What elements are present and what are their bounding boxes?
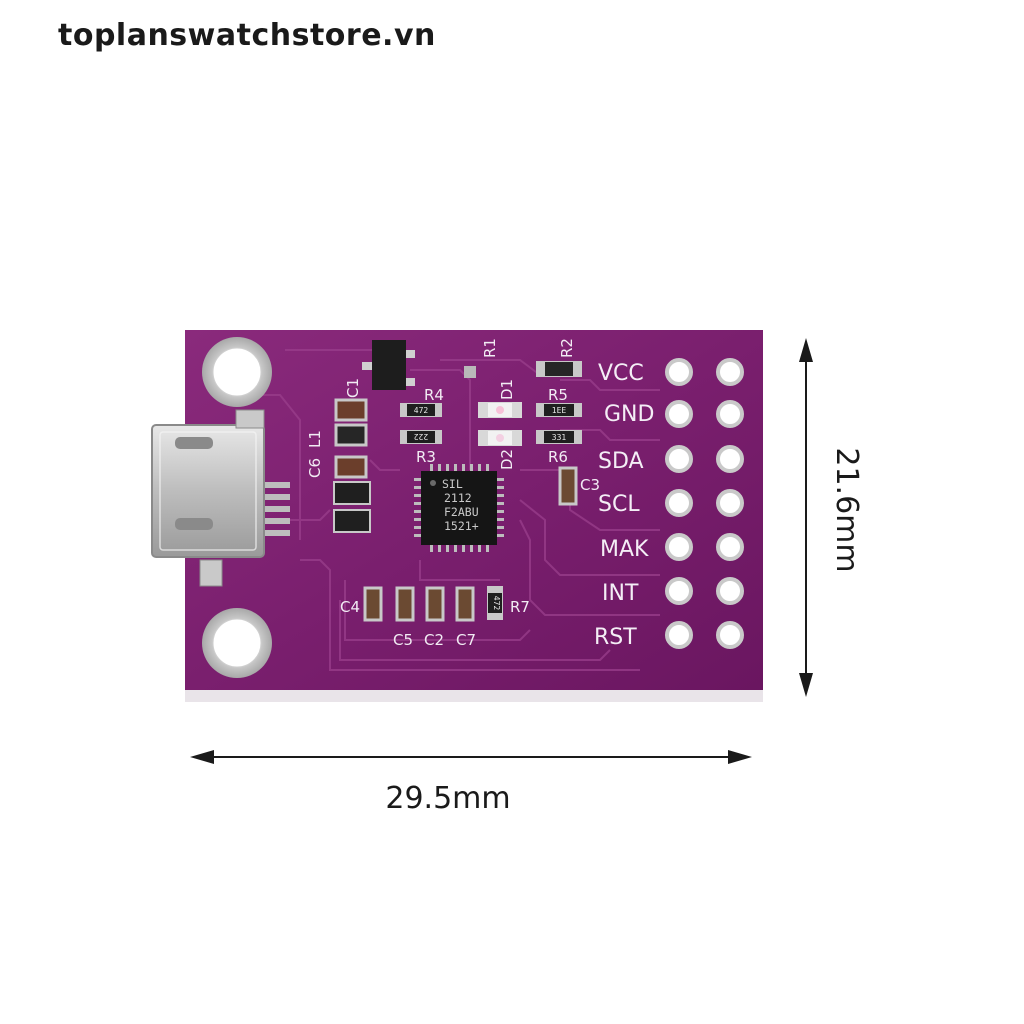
label-c5: C5 — [393, 631, 413, 649]
label-c6: C6 — [306, 458, 324, 478]
mounting-hole-top — [202, 337, 272, 407]
capacitor-c4 — [363, 586, 383, 622]
capacitor-c6 — [334, 455, 368, 479]
label-r3: R3 — [416, 448, 436, 466]
width-dimension-label: 29.5mm — [385, 781, 510, 816]
label-d2: D2 — [498, 449, 516, 470]
label-d1: D1 — [498, 379, 516, 400]
led-d2 — [478, 430, 522, 446]
resistor-r1-pad — [464, 366, 476, 378]
pin-header-holes — [665, 358, 744, 649]
pin-hole-mak-a — [665, 533, 693, 561]
resistor-r7-code: 472 — [492, 596, 501, 611]
diode-chip-lower — [333, 509, 371, 533]
chip-marking-line4: 1521+ — [444, 519, 479, 533]
chip-marking-line3: F2ABU — [444, 505, 479, 519]
pin-hole-scl-a — [665, 489, 693, 517]
pin-hole-rst-b — [716, 621, 744, 649]
resistor-r2 — [536, 361, 582, 377]
resistor-r6-code: 331 — [552, 433, 567, 442]
capacitor-c7 — [455, 586, 475, 622]
label-c3: C3 — [580, 476, 600, 494]
label-r7: R7 — [510, 598, 530, 616]
resistor-r4: 472 — [400, 403, 442, 417]
capacitor-c5 — [395, 586, 415, 622]
resistor-r7: 472 — [487, 586, 503, 620]
chip-marking-line2: 2112 — [444, 491, 472, 505]
capacitor-c3 — [558, 466, 578, 506]
label-c2: C2 — [424, 631, 444, 649]
pin-hole-vcc-a — [665, 358, 693, 386]
mounting-hole-bottom — [202, 608, 272, 678]
pin-hole-vcc-b — [716, 358, 744, 386]
pin-hole-sda-b — [716, 445, 744, 473]
diode-chip-upper — [333, 481, 371, 505]
pin-hole-mak-b — [716, 533, 744, 561]
store-watermark: toplanswatchstore.vn — [58, 18, 436, 53]
pin-hole-int-b — [716, 577, 744, 605]
silkscreen-labels: R1 R2 R4 R3 R5 R6 R7 C1 C2 C3 C4 C5 C6 C… — [306, 338, 600, 649]
label-r6: R6 — [548, 448, 568, 466]
pin-labels: VCC GND SDA SCL MAK INT RST — [594, 361, 654, 650]
pin-label-mak: MAK — [600, 537, 649, 562]
capacitor-c1 — [334, 398, 368, 422]
led-d1 — [478, 402, 522, 418]
resistor-r6: 331 — [536, 430, 582, 444]
pin-label-scl: SCL — [598, 492, 640, 517]
pin-hole-rst-a — [665, 621, 693, 649]
main-ic-chip: SIL 2112 F2ABU 1521+ — [414, 464, 504, 552]
transistor-q1 — [362, 340, 415, 390]
label-r4: R4 — [424, 386, 444, 404]
label-l1: L1 — [306, 430, 324, 448]
resistor-r3: 222 — [400, 430, 442, 444]
pin-hole-int-a — [665, 577, 693, 605]
resistor-r3-code: 222 — [414, 432, 429, 441]
resistor-r4-code: 472 — [414, 406, 429, 415]
pin-label-rst: RST — [594, 625, 637, 650]
height-dimension-label: 21.6mm — [829, 447, 864, 572]
label-c4: C4 — [340, 598, 360, 616]
pin-label-vcc: VCC — [598, 361, 644, 386]
pin-hole-gnd-b — [716, 400, 744, 428]
label-r2: R2 — [558, 338, 576, 358]
label-c1: C1 — [344, 378, 362, 398]
pin-label-gnd: GND — [604, 402, 654, 427]
pin-label-int: INT — [602, 581, 639, 606]
micro-usb-connector — [151, 409, 290, 587]
label-r5: R5 — [548, 386, 568, 404]
resistor-r5-code: 1EE — [552, 406, 567, 415]
label-c7: C7 — [456, 631, 476, 649]
chip-marking-line1: SIL — [442, 477, 463, 491]
height-dimension-arrow — [799, 338, 813, 697]
inductor-l1 — [334, 423, 368, 447]
pin-hole-scl-b — [716, 489, 744, 517]
width-dimension-arrow — [190, 750, 752, 764]
pin-label-sda: SDA — [598, 449, 644, 474]
capacitor-c2 — [425, 586, 445, 622]
pin-hole-gnd-a — [665, 400, 693, 428]
pcb-traces — [250, 349, 660, 671]
label-r1: R1 — [481, 338, 499, 358]
pin-hole-sda-a — [665, 445, 693, 473]
resistor-r5: 1EE — [536, 403, 582, 417]
